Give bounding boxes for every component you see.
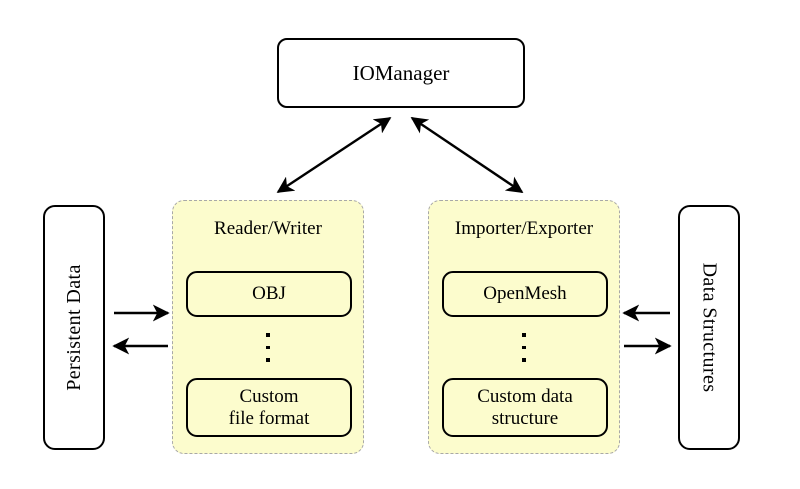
custom-file-format-line2: file format bbox=[228, 407, 310, 429]
custom-file-format-node[interactable]: Custom file format bbox=[186, 378, 352, 437]
ellipsis-dot bbox=[266, 358, 270, 362]
ellipsis-dot bbox=[522, 345, 526, 349]
arrow-manager-to-reader-writer bbox=[276, 116, 392, 194]
arrow-manager-to-importer-exporter bbox=[410, 117, 524, 193]
custom-data-structure-label: Custom data structure bbox=[477, 386, 573, 430]
reader-writer-panel-title: Reader/Writer bbox=[214, 218, 322, 239]
data-structures-label: Data Structures bbox=[698, 262, 721, 393]
custom-data-structure-line1: Custom data bbox=[477, 385, 573, 407]
openmesh-label: OpenMesh bbox=[483, 283, 567, 305]
ellipsis-dot bbox=[266, 345, 270, 349]
persistent-data-label: Persistent Data bbox=[62, 264, 85, 391]
custom-file-format-line1: Custom bbox=[239, 385, 299, 407]
importer-exporter-ellipsis-icon bbox=[429, 333, 619, 362]
ellipsis-dot bbox=[522, 333, 526, 337]
iomanager-node[interactable]: IOManager bbox=[277, 38, 525, 108]
data-structures-node[interactable]: Data Structures bbox=[678, 205, 740, 450]
importer-exporter-panel: Importer/Exporter OpenMesh Custom data s… bbox=[428, 200, 620, 454]
obj-label: OBJ bbox=[252, 283, 286, 305]
reader-writer-ellipsis-icon bbox=[173, 333, 363, 362]
persistent-data-node[interactable]: Persistent Data bbox=[43, 205, 105, 450]
custom-data-structure-node[interactable]: Custom data structure bbox=[442, 378, 608, 437]
iomanager-label: IOManager bbox=[352, 60, 450, 85]
ellipsis-dot bbox=[522, 358, 526, 362]
ellipsis-dot bbox=[266, 333, 270, 337]
custom-data-structure-line2: structure bbox=[491, 407, 559, 429]
reader-writer-panel: Reader/Writer OBJ Custom file format bbox=[172, 200, 364, 454]
importer-exporter-panel-title: Importer/Exporter bbox=[454, 218, 594, 239]
custom-file-format-label: Custom file format bbox=[229, 386, 310, 430]
obj-node[interactable]: OBJ bbox=[186, 271, 352, 317]
openmesh-node[interactable]: OpenMesh bbox=[442, 271, 608, 317]
